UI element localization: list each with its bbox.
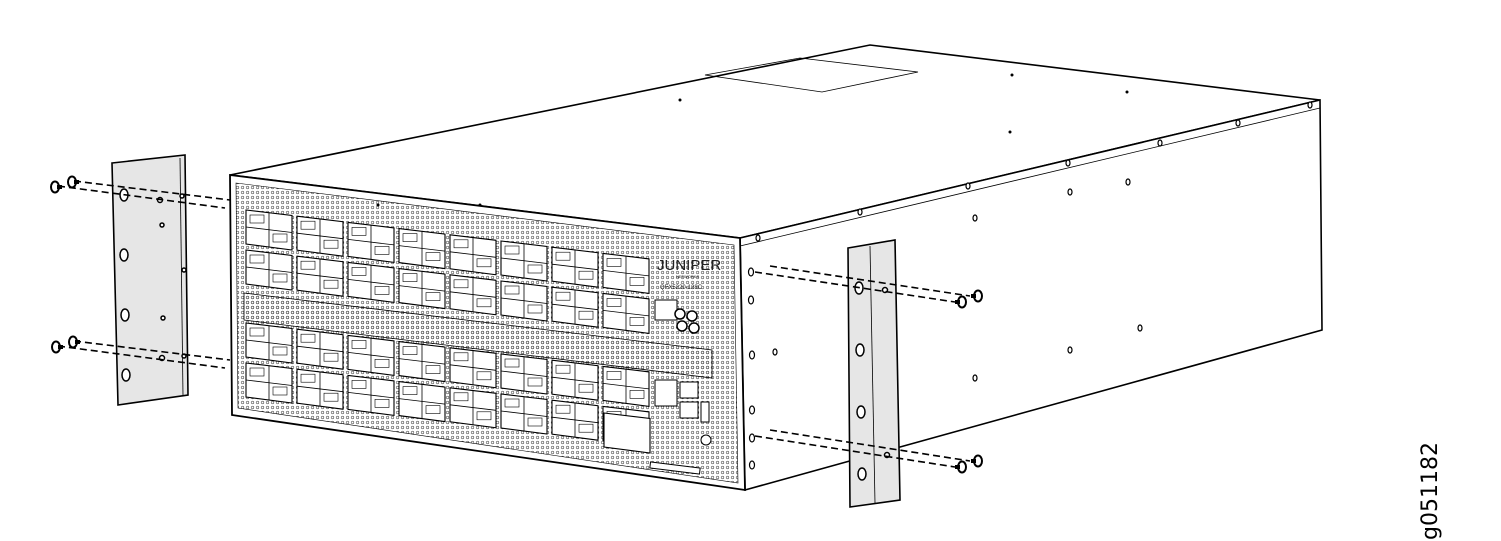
screw-icon	[67, 175, 79, 189]
sfp-mgmt-port	[654, 379, 678, 407]
right-mounting-bracket	[847, 239, 901, 508]
qsfp-port-cage	[551, 246, 599, 288]
qsfp-port-cage	[245, 362, 293, 404]
handle-slot	[649, 461, 701, 475]
qsfp-port-cage	[449, 387, 497, 429]
figure-id-label: g051182	[1418, 442, 1443, 540]
port-grid	[245, 209, 651, 454]
mid-vent-band	[243, 292, 713, 379]
qsfp-port-cage	[449, 274, 497, 316]
rj45-port	[679, 381, 699, 399]
qsfp-port-cage	[398, 380, 446, 423]
qsfp-port-cage	[245, 249, 293, 291]
qsfp-port-cage	[602, 292, 650, 335]
coax-connector	[686, 310, 698, 322]
qsfp-port-cage	[602, 365, 650, 408]
model-label: QFX5220-128C	[660, 285, 703, 291]
screw-icon	[51, 340, 63, 354]
side-holes	[747, 101, 1313, 470]
brand-logo-sub: NETWORKS	[676, 274, 699, 279]
qsfp-port-cage	[245, 322, 293, 364]
qsfp-port-cage	[500, 393, 548, 435]
qsfp-port-cage	[449, 234, 497, 276]
screw-icon	[955, 295, 967, 309]
qsfp-port-cage	[347, 374, 395, 417]
qsfp-port-cage	[449, 347, 497, 389]
usb-port	[700, 401, 710, 423]
qsfp-port-cage	[603, 412, 651, 454]
coax-connector	[688, 322, 700, 334]
qsfp-port-cage	[296, 328, 344, 370]
coax-connector	[676, 320, 688, 332]
qsfp-port-cage	[551, 286, 599, 328]
qsfp-port-cage	[500, 240, 548, 282]
qsfp-port-cage	[602, 252, 650, 295]
qsfp-port-cage	[500, 353, 548, 395]
qsfp-port-cage	[347, 261, 395, 304]
qsfp-port-cage	[296, 368, 344, 410]
rj45-port	[679, 401, 699, 419]
screw-icon	[971, 454, 983, 468]
brand-logo: JUNIPER	[657, 257, 721, 274]
top-holes	[376, 73, 1129, 207]
qsfp-port-cage	[347, 334, 395, 377]
screw-paths	[57, 180, 971, 468]
qsfp-port-cage	[551, 399, 599, 441]
left-mounting-bracket	[111, 154, 189, 406]
qsfp-port-cage	[296, 215, 344, 257]
qsfp-port-cage	[398, 227, 446, 270]
screw-icon	[971, 289, 983, 303]
qsfp-port-cage	[500, 280, 548, 322]
qsfp-port-cage	[347, 221, 395, 264]
coax-connector	[674, 308, 686, 320]
screw-icon	[68, 335, 80, 349]
reset-button	[700, 434, 712, 446]
screws	[50, 175, 983, 474]
qsfp-port-cage	[398, 340, 446, 383]
screw-icon	[955, 460, 967, 474]
screw-icon	[50, 180, 62, 194]
management-panel	[649, 299, 712, 475]
qsfp-port-cage	[245, 209, 293, 251]
top-label-area	[704, 57, 919, 93]
qsfp-port-cage	[398, 267, 446, 310]
qsfp-port-cage	[551, 359, 599, 401]
qsfp-port-cage	[296, 255, 344, 297]
